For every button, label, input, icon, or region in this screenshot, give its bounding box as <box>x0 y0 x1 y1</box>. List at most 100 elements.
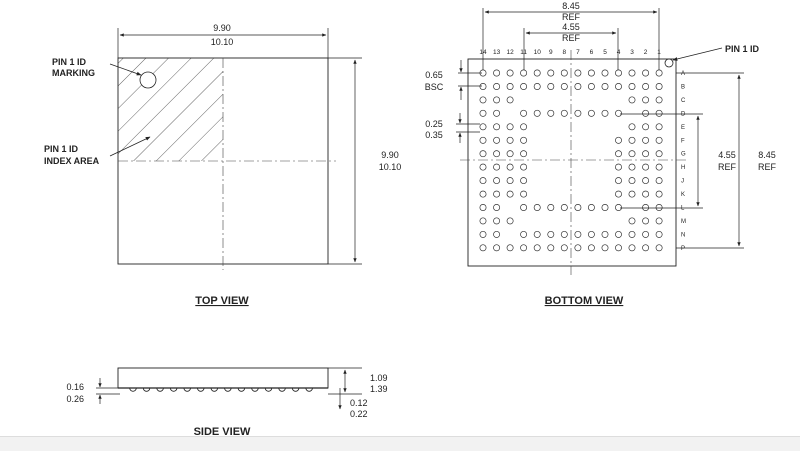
solder-ball <box>587 83 595 90</box>
row-letter: G <box>681 152 686 158</box>
solder-ball <box>520 69 528 77</box>
solder-ball <box>520 136 528 144</box>
solder-ball <box>628 83 636 90</box>
top-width-min: 9.90 <box>213 23 231 33</box>
side-height-dimension: 1.09 1.39 <box>328 367 388 395</box>
solder-ball <box>628 123 636 131</box>
solder-ball <box>479 83 487 90</box>
solder-ball <box>628 96 636 104</box>
side-solder-ball <box>169 387 178 392</box>
side-height-max: 1.39 <box>370 384 388 394</box>
solder-ball <box>587 230 595 238</box>
side-solder-ball <box>197 387 205 392</box>
side-solder-ball <box>183 387 191 392</box>
column-number: 13 <box>493 49 501 56</box>
top-height-max: 10.10 <box>379 162 402 172</box>
bottom-vert-outer-dimension: 8.45 REF <box>676 72 777 249</box>
bottom-view: 1413121110987654321 ABCDEFGHJKLMNP 8.45 … <box>425 1 777 307</box>
solder-ball <box>642 123 650 131</box>
solder-ball <box>560 244 568 252</box>
pin1-marking-circle <box>139 71 157 89</box>
solder-ball <box>520 109 528 117</box>
side-view: 1.09 1.39 0.16 0.26 0.12 0.22 SIDE VIEW <box>66 367 388 438</box>
bottom-pin1-label: PIN 1 ID <box>725 44 760 54</box>
solder-ball <box>628 177 636 185</box>
solder-ball <box>533 109 541 117</box>
row-letter: A <box>681 71 685 77</box>
column-number: 6 <box>590 49 594 56</box>
solder-ball <box>601 69 609 77</box>
row-letter: L <box>681 206 685 212</box>
solder-ball <box>520 123 528 131</box>
solder-ball <box>560 109 568 117</box>
side-solder-ball <box>305 387 313 392</box>
solder-ball <box>479 163 487 171</box>
solder-ball <box>655 230 663 238</box>
solder-ball <box>547 244 555 252</box>
solder-ball <box>587 204 595 211</box>
top-width-dimension: 9.90 10.10 <box>117 23 329 58</box>
solder-ball <box>506 96 514 104</box>
solder-ball <box>479 230 487 238</box>
solder-ball <box>601 230 609 238</box>
column-number: 7 <box>576 49 580 56</box>
bottom-outer-span-value: 8.45 <box>562 1 580 11</box>
solder-ball <box>533 83 541 90</box>
solder-ball <box>642 96 650 104</box>
column-number: 2 <box>644 49 648 56</box>
solder-ball <box>493 163 501 171</box>
solder-ball <box>547 230 555 238</box>
solder-ball <box>642 83 650 90</box>
pitch-value: 0.65 <box>425 70 443 80</box>
side-view-title: SIDE VIEW <box>194 426 251 438</box>
side-ball-row <box>129 387 313 392</box>
solder-ball <box>615 230 622 238</box>
solder-ball <box>506 136 514 144</box>
column-number: 4 <box>617 49 621 56</box>
row-letter: C <box>681 98 686 104</box>
pin1-index-label-2: INDEX AREA <box>44 156 100 166</box>
solder-ball <box>547 204 555 211</box>
solder-ball <box>479 96 487 104</box>
bottom-inner-span-ref: REF <box>562 33 581 43</box>
solder-ball <box>479 109 487 117</box>
ball-diameter-dimension: 0.25 0.35 <box>425 113 480 143</box>
solder-ball <box>642 69 650 77</box>
solder-ball <box>506 123 514 131</box>
solder-ball <box>601 244 609 252</box>
solder-ball <box>655 123 663 131</box>
solder-ball <box>642 217 650 225</box>
solder-ball <box>547 83 555 90</box>
solder-ball <box>642 244 650 252</box>
row-letter: P <box>681 246 685 252</box>
row-letter: B <box>681 85 685 91</box>
column-number: 10 <box>534 49 542 56</box>
solder-ball <box>587 244 595 252</box>
solder-ball <box>506 217 514 225</box>
solder-ball <box>547 69 555 77</box>
solder-ball <box>493 150 501 158</box>
solder-ball <box>479 204 487 211</box>
top-view-title: TOP VIEW <box>195 295 249 307</box>
solder-ball <box>574 83 582 90</box>
side-solder-ball <box>251 387 259 392</box>
solder-ball <box>493 217 501 225</box>
side-package-body <box>117 367 329 389</box>
solder-ball <box>560 204 568 211</box>
solder-ball <box>615 163 622 171</box>
solder-ball <box>560 69 568 77</box>
solder-ball <box>615 150 622 158</box>
pin1-marking-label-1: PIN 1 ID <box>52 57 87 67</box>
side-solder-ball <box>129 387 137 392</box>
solder-ball <box>479 150 487 158</box>
row-letter: F <box>681 138 685 144</box>
solder-ball <box>655 163 663 171</box>
solder-ball <box>520 204 528 211</box>
row-letter: E <box>681 125 685 131</box>
solder-ball <box>601 109 609 117</box>
row-letter: H <box>681 165 685 171</box>
solder-ball <box>506 190 514 198</box>
vert-outer-ref: REF <box>758 162 777 172</box>
solder-ball <box>642 163 650 171</box>
